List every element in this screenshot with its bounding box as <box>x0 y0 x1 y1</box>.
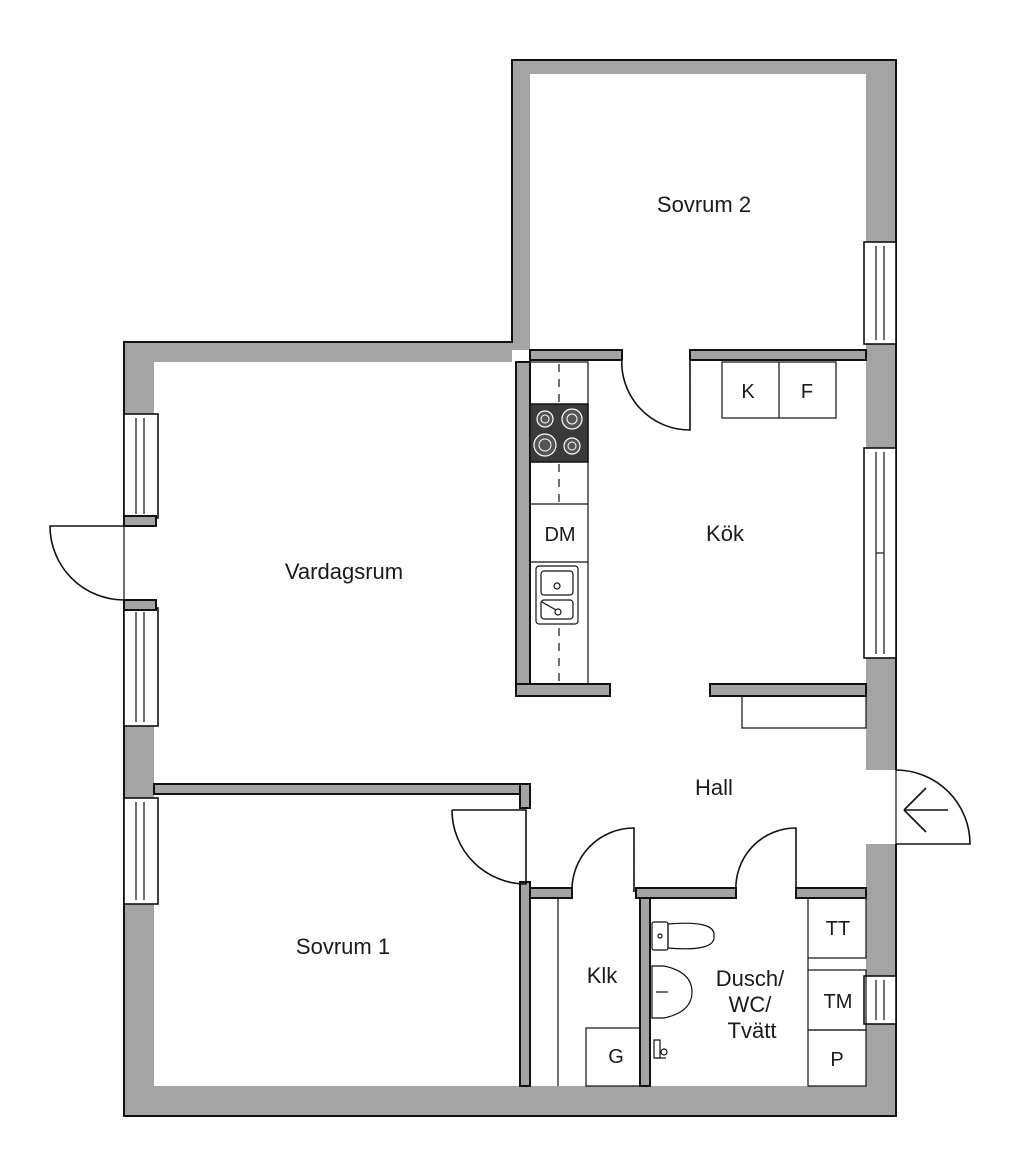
closet-fittings <box>557 898 641 1087</box>
doors <box>49 355 971 893</box>
windows <box>123 241 897 1025</box>
washbasin-icon <box>651 965 693 1019</box>
fixture-label-k: K <box>741 381 755 403</box>
room-labels: Sovrum 2 Vardagsrum Kök Hall Sovrum 1 Kl… <box>285 192 785 1043</box>
closet-g-unit <box>585 1027 641 1087</box>
door-swing-sovrum2 <box>620 355 691 431</box>
door-swing-balcony <box>49 525 125 601</box>
window-vardagsrum-lower <box>123 607 159 727</box>
entrance-arrow-icon <box>903 787 948 833</box>
room-label-hall: Hall <box>695 775 733 800</box>
hall-wardrobe <box>741 695 867 729</box>
window-sovrum2 <box>863 241 897 345</box>
door-swing-entrance <box>895 769 971 845</box>
room-label-klk: Klk <box>587 963 619 988</box>
window-kok <box>863 447 897 659</box>
window-vardagsrum-upper <box>123 413 159 519</box>
room-label-sovrum1: Sovrum 1 <box>296 934 390 959</box>
kitchen-sink-icon <box>535 565 579 625</box>
exterior-walls <box>123 59 897 1117</box>
interior-walls <box>153 349 867 1087</box>
room-label-vardagsrum: Vardagsrum <box>285 559 403 584</box>
fixture-labels: K F DM TT TM P G <box>544 381 852 1071</box>
room-label-sovrum2: Sovrum 2 <box>657 192 751 217</box>
fixture-label-p: P <box>830 1049 843 1071</box>
fixture-label-tt: TT <box>826 918 850 940</box>
door-swing-sovrum1 <box>451 809 527 885</box>
stove-icon <box>529 403 589 463</box>
door-swing-klk <box>571 827 635 893</box>
fixture-label-tm: TM <box>824 991 853 1013</box>
room-label-bath-line1: Dusch/ <box>716 966 785 991</box>
window-sovrum1 <box>123 797 159 905</box>
window-bath <box>863 975 897 1025</box>
fixture-label-dm: DM <box>544 524 575 546</box>
fixture-label-g: G <box>608 1046 624 1068</box>
bath-fittings <box>651 897 867 1087</box>
door-swing-bath <box>735 827 797 893</box>
room-label-bath-line2: WC/ <box>729 992 773 1017</box>
room-label-bath-line3: Tvätt <box>728 1018 777 1043</box>
kitchen-counter <box>529 361 589 685</box>
room-label-kok: Kök <box>706 521 745 546</box>
shower-mixer-icon <box>653 1039 668 1059</box>
toilet-icon <box>651 921 715 951</box>
fixture-label-f: F <box>801 381 813 403</box>
p-unit <box>807 1029 867 1087</box>
dryer-unit <box>807 897 867 959</box>
kitchen-fittings <box>529 361 867 729</box>
